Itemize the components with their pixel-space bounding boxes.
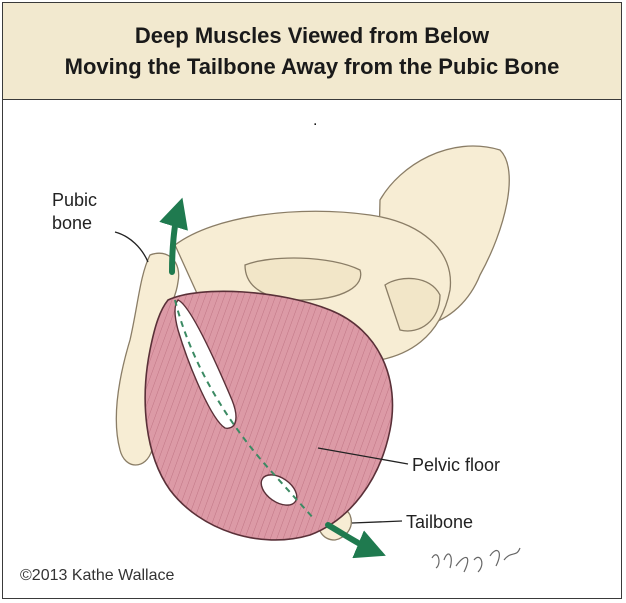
pelvic-floor-muscle [145,291,392,540]
up-arrow [172,212,178,272]
title-banner: Deep Muscles Viewed from Below Moving th… [3,3,621,100]
pubic-leader [115,232,148,262]
pelvic-floor-label: Pelvic floor [412,455,500,475]
pubic-bone-label-2: bone [52,213,92,233]
tailbone-label: Tailbone [406,512,473,532]
tailbone-leader [352,521,402,523]
artist-signature [432,548,520,572]
pubic-bone-label-1: Pubic [52,190,97,210]
pelvic-floor-illustration [0,97,626,597]
title-line-1: Deep Muscles Viewed from Below [135,20,489,51]
title-line-2: Moving the Tailbone Away from the Pubic … [65,51,560,82]
copyright-notice: ©2013 Kathe Wallace [20,567,174,585]
